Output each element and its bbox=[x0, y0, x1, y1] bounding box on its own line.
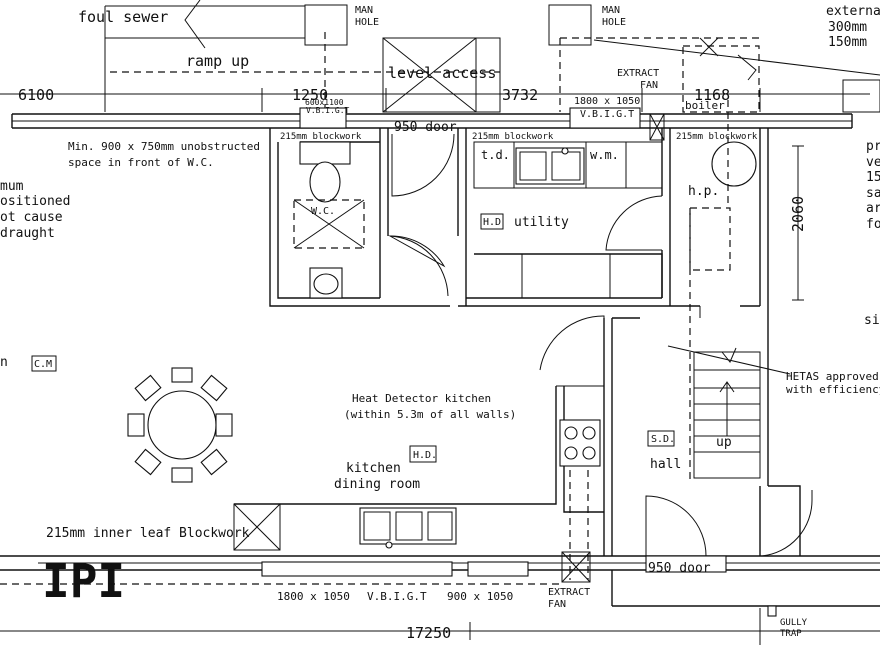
gully-trap-label-b: TRAP bbox=[780, 629, 802, 639]
wc-window-size: 600x1100 bbox=[305, 98, 344, 107]
tumble-dryer-label: t.d. bbox=[481, 148, 510, 162]
dimension-1250: 1250 bbox=[292, 86, 328, 104]
heat-pump-label: h.p. bbox=[688, 184, 719, 199]
dimension-3732: 3732 bbox=[502, 86, 538, 104]
manhole-1-label-b: HOLE bbox=[355, 17, 379, 28]
manhole-1-label-a: MAN bbox=[355, 5, 373, 16]
level-access-label: level access bbox=[388, 64, 496, 82]
right-note-line-3: 15 bbox=[866, 170, 880, 185]
left-note-line-1: mum bbox=[0, 179, 24, 194]
hall-label: hall bbox=[650, 457, 681, 472]
wc-note-line-1: Min. 900 x 750mm unobstructed bbox=[68, 140, 260, 153]
external-note-line-1: externa bbox=[826, 4, 880, 19]
hetas-note-line-2: with efficiency r bbox=[786, 383, 880, 396]
foul-sewer-label: foul sewer bbox=[78, 8, 168, 26]
external-wall-top bbox=[11, 107, 853, 141]
inner-leaf-label: 215mm inner leaf Blockwork bbox=[46, 526, 250, 541]
dining-room-label: dining room bbox=[334, 477, 420, 492]
heat-detector-kitchen-box bbox=[409, 445, 437, 463]
utility-fixtures bbox=[473, 141, 663, 298]
top-window-glazing: V.B.I.G.T bbox=[580, 109, 634, 120]
bottom-window-size: 1800 x 1050 bbox=[277, 590, 350, 603]
right-note-line-6: fo bbox=[866, 217, 880, 232]
extract-fan-bottom-label-b: FAN bbox=[548, 599, 566, 610]
kitchen-fixtures bbox=[359, 419, 601, 580]
top-window-size: 1800 x 1050 bbox=[574, 96, 640, 107]
smoke-detector-label: S.D. bbox=[651, 434, 675, 445]
left-note-line-3: ot cause bbox=[0, 210, 63, 225]
wc-note-line-2: space in front of W.C. bbox=[68, 156, 214, 169]
heat-pump-room bbox=[689, 100, 757, 480]
right-note-line-4: sa bbox=[866, 186, 880, 201]
carbon-monoxide-box bbox=[31, 355, 57, 372]
manhole-2 bbox=[548, 4, 592, 46]
manhole-2-label-a: MAN bbox=[602, 5, 620, 16]
kitchen-label: kitchen bbox=[346, 461, 401, 476]
external-note-line-2: 300mm bbox=[828, 20, 867, 35]
dining-table bbox=[127, 367, 233, 483]
blockwork-label-utility: 215mm blockwork bbox=[472, 132, 554, 142]
dimension-2060: 2060 bbox=[789, 196, 807, 232]
boiler-enclosure bbox=[682, 37, 760, 113]
heat-detector-utility-label: H.D bbox=[483, 217, 501, 228]
manhole-1 bbox=[304, 4, 348, 46]
carbon-monoxide-label: C.M bbox=[34, 359, 52, 370]
right-note-line-1: pr bbox=[866, 139, 880, 154]
bottom-window-glazing: V.B.I.G.T bbox=[367, 590, 427, 603]
extract-fan-top-label-a: EXTRACT bbox=[617, 68, 659, 79]
heat-detector-kitchen-label: H.D. bbox=[413, 450, 437, 461]
n-fragment: n bbox=[0, 355, 8, 370]
right-note-line-5: ar bbox=[866, 201, 880, 216]
heat-detector-utility-box bbox=[480, 213, 504, 230]
dimension-line-bottom bbox=[0, 583, 880, 645]
door-950-bottom-label: 950 door bbox=[648, 561, 711, 576]
hetas-note-line-1: HETAS approved bbox=[786, 370, 879, 383]
boiler-label: boiler bbox=[685, 99, 725, 112]
extract-fan-bottom-label-a: EXTRACT bbox=[548, 587, 590, 598]
washing-machine-label: w.m. bbox=[590, 148, 619, 162]
dimension-6100: 6100 bbox=[18, 86, 54, 104]
wc-fixtures bbox=[293, 141, 365, 299]
watermark-text: IPI bbox=[42, 554, 125, 608]
wc-label: W.C. bbox=[311, 206, 335, 217]
gully-trap-label-a: GULLY bbox=[780, 618, 808, 628]
blockwork-label-boiler: 215mm blockwork bbox=[676, 132, 758, 142]
level-access-ramp bbox=[382, 37, 501, 113]
left-note-line-4: draught bbox=[0, 226, 55, 241]
dimension-17250: 17250 bbox=[406, 624, 451, 642]
doors bbox=[388, 133, 813, 557]
ramp-up-label: ramp up bbox=[186, 52, 249, 70]
dimension-line-top bbox=[0, 79, 880, 113]
heat-detector-note-line-1: Heat Detector kitchen bbox=[352, 392, 491, 405]
wc-window-glazing: V.B.I.G.T bbox=[306, 106, 350, 115]
staircase bbox=[667, 345, 791, 479]
external-wall-bottom bbox=[0, 551, 880, 607]
roof-line bbox=[593, 39, 880, 76]
window-900-label: 900 x 1050 bbox=[447, 590, 513, 603]
door-950-top-label: 950 door bbox=[394, 120, 457, 135]
dimension-line-2060 bbox=[792, 145, 804, 301]
stairs-up-label: up bbox=[716, 435, 732, 450]
blockwork-label-wc: 215mm blockwork bbox=[280, 132, 362, 142]
manhole-2-label-b: HOLE bbox=[602, 17, 626, 28]
sit-fragment: sit bbox=[864, 313, 880, 328]
utility-room-label: utility bbox=[514, 215, 569, 230]
dimension-1168: 1168 bbox=[694, 86, 730, 104]
extract-fan-top-label-b: FAN bbox=[640, 80, 658, 91]
smoke-detector-box bbox=[647, 430, 675, 447]
right-note-line-2: ve bbox=[866, 155, 880, 170]
external-note-line-3: 150mm bbox=[828, 35, 867, 50]
left-note-line-2: ositioned bbox=[0, 194, 70, 209]
heat-detector-note-line-2: (within 5.3m of all walls) bbox=[344, 408, 516, 421]
